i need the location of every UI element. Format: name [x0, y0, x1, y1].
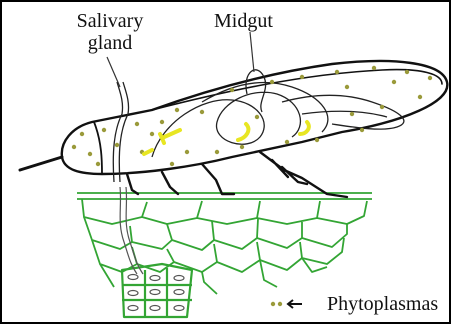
plant-cell-row-1 [82, 199, 367, 224]
insect-antenna [20, 157, 62, 170]
salivary-gland [113, 82, 128, 182]
legend-dot [271, 302, 275, 306]
internal-organs [107, 32, 404, 182]
arrow-hemolymph-1 [238, 124, 248, 140]
legend-arrow-icon [288, 300, 302, 308]
salivary-label-pointer [107, 57, 120, 87]
arrow-hemolymph-2 [300, 122, 309, 134]
insect-leg-middle [202, 164, 234, 194]
stylet-path [120, 187, 143, 274]
insect-leg-hind [260, 152, 347, 197]
arrow-salivary [144, 150, 152, 154]
phloem-phytoplasmas [128, 275, 184, 311]
midgut-label: Midgut [214, 10, 273, 32]
salivary-gland-label-line2: gland [60, 32, 160, 54]
insect-wing [152, 70, 442, 110]
legend-dot [278, 302, 282, 306]
insect-leg-front [127, 172, 178, 194]
salivary-gland-label: Salivary gland [60, 10, 160, 54]
arrow-midgut-to-hemolymph [160, 130, 180, 143]
legend-label: Phytoplasmas [327, 293, 438, 315]
midgut-label-pointer [250, 32, 254, 72]
salivary-gland-label-line1: Salivary [60, 10, 160, 32]
legend-symbol [271, 300, 302, 308]
